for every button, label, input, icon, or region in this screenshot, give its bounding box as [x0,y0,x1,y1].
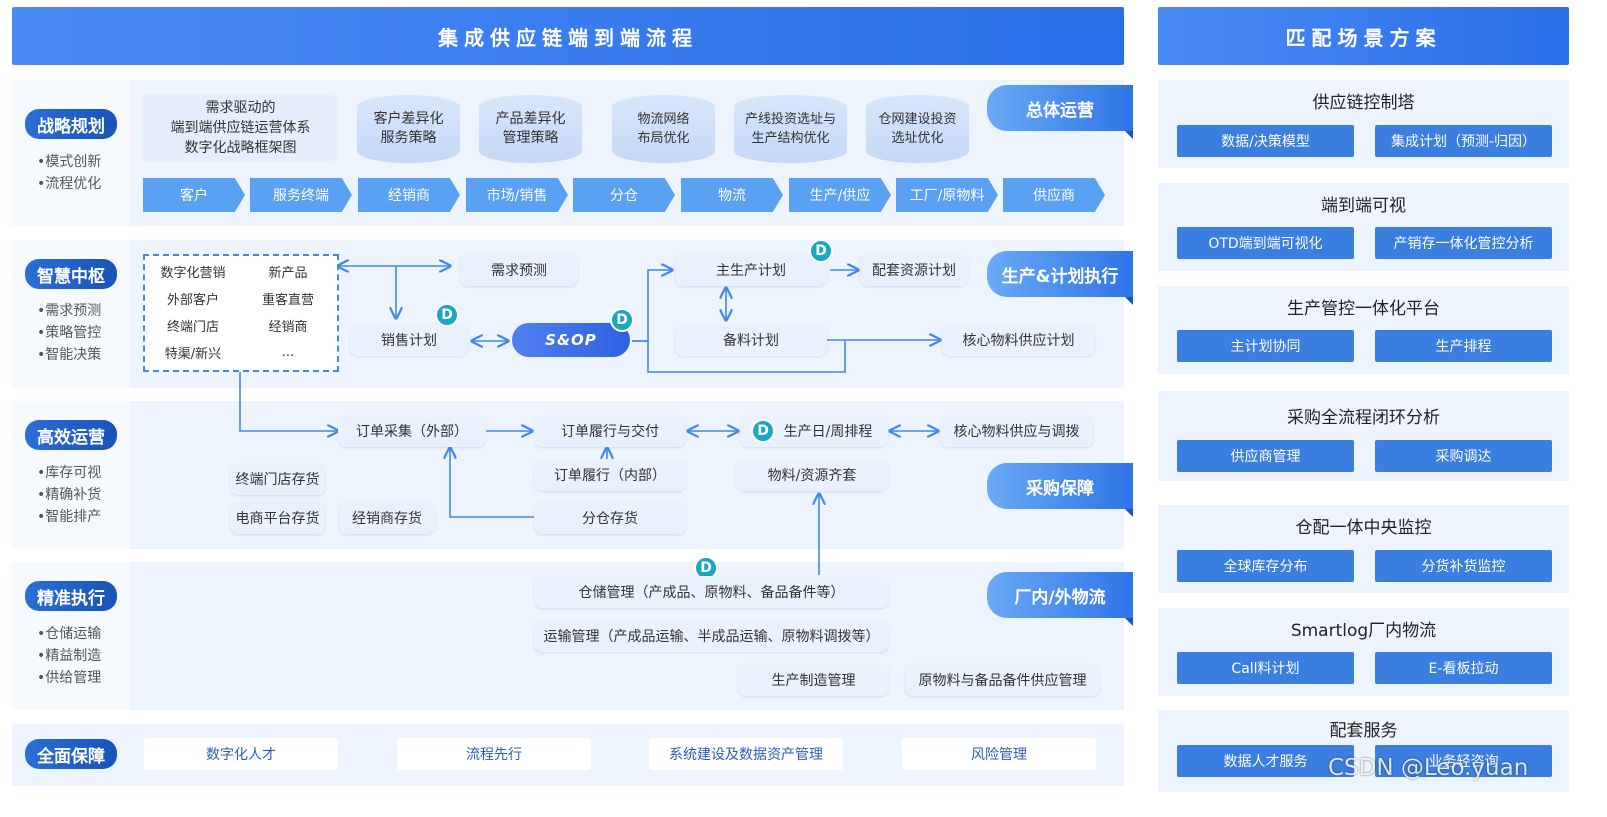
store-inventory-node: 终端门店存货 [230,463,325,495]
row-item: •供给管理 [37,670,102,686]
scenario-title: 供应链控制塔 [1312,93,1415,113]
scenario-title: 仓配一体中央监控 [1295,518,1432,538]
master-plan-node: 主生产计划 [675,254,827,286]
chevron-step: 客户 [143,178,245,212]
material-spare-supply-node: 原物料与备品备件供应管理 [905,664,1100,696]
scenario-title: 端到端可视 [1321,196,1406,216]
chevron-step: 生产/供应 [789,178,891,212]
material-plan-node: 备料计划 [675,324,827,356]
cylinder-3: 物流网络 布局优化 [612,95,715,163]
scenario-title: 采购全流程闭环分析 [1287,408,1440,428]
row-title-strategy: 战略规划 [25,109,117,139]
d-badge-icon: D [435,303,459,327]
tag-overall-ops: 总体运营 [987,85,1133,139]
scenario-button[interactable]: Call料计划 [1177,652,1354,684]
scenario-button[interactable]: 数据/决策模型 [1177,125,1354,157]
core-material-supply-plan-node: 核心物料供应计划 [942,324,1095,356]
row-item: •仓储运输 [37,626,102,642]
row-item: •模式创新 [37,154,102,170]
manufacturing-management-node: 生产制造管理 [738,664,889,696]
snop-node: S&OP [512,323,630,357]
chevron-step: 工厂/原物料 [896,178,998,212]
watermark: CSDN @Leo.yuan [1328,755,1529,781]
order-collection-node: 订单采集（外部） [338,415,486,447]
d-badge-icon: D [751,419,775,443]
branch-warehouse-inventory-node: 分仓存货 [534,502,686,534]
row-title-hub: 智慧中枢 [25,259,117,289]
scenario-button[interactable]: 全球库存分布 [1177,550,1354,582]
row-title-exec: 精准执行 [25,581,117,611]
d-badge-icon: D [610,308,634,332]
material-kitting-node: 物料/资源齐套 [736,459,888,491]
cylinder-4: 产线投资选址与 生产结构优化 [734,95,847,163]
core-material-supply-node: 核心物料供应与调拨 [940,415,1093,447]
main-header: 集成供应链端到端流程 [12,7,1124,65]
label-col-strategy [12,80,130,226]
scenario-button[interactable]: E-看板拉动 [1375,652,1552,684]
row-item: •库存可视 [37,465,102,481]
scenario-button[interactable]: 供应商管理 [1177,440,1354,472]
scenario-button[interactable]: OTD端到端可视化 [1177,227,1354,259]
channel-cell: 数字化营销 [147,259,239,284]
scenario-button[interactable]: 生产排程 [1375,330,1552,362]
row-item: •精确补货 [37,487,102,503]
channel-cell: 重客直营 [242,286,334,311]
cylinder-2: 产品差异化 管理策略 [479,95,582,163]
guarantee-item: 风险管理 [902,738,1096,770]
transport-management-node: 运输管理（产成品运输、半成品运输、原物料调拨等） [534,620,889,652]
chevron-step: 经销商 [358,178,460,212]
scenario-button[interactable]: 产销存一体化管控分析 [1375,227,1552,259]
cylinder-5: 仓网建设投资 选址优化 [866,95,969,163]
dealer-inventory-node: 经销商存货 [339,502,435,534]
guarantee-item: 系统建设及数据资产管理 [649,738,843,770]
strategy-framework: 需求驱动的 端到端供应链运营体系 数字化战略框架图 [143,94,338,162]
chevron-step: 供应商 [1003,178,1105,212]
channel-cell: ... [242,340,334,365]
guarantee-item: 流程先行 [397,738,591,770]
chevron-step: 服务终端 [250,178,352,212]
channel-cell: 经销商 [242,313,334,338]
tag-procurement: 采购保障 [987,463,1133,517]
scenario-button[interactable]: 分货补货监控 [1375,550,1552,582]
flow-connectors [239,0,1130,575]
row-item: •精益制造 [37,648,102,664]
scenario-button[interactable]: 主计划协同 [1177,330,1354,362]
scenario-button[interactable]: 采购调达 [1375,440,1552,472]
ecommerce-inventory-node: 电商平台存货 [230,502,325,534]
row-item: •智能排产 [37,509,102,525]
scenario-button[interactable]: 数据人才服务 [1177,745,1354,777]
sales-plan-node: 销售计划 [350,324,468,356]
order-fulfillment-node: 订单履行与交付 [534,415,686,447]
chevron-step: 市场/销售 [466,178,568,212]
scenario-button[interactable]: 集成计划（预测-归因） [1375,125,1552,157]
warehouse-management-node: 仓储管理（产成品、原物料、备品备件等） [534,576,889,608]
cylinder-1: 客户差异化 服务策略 [357,95,460,163]
row-title-guarantee: 全面保障 [25,739,117,769]
demand-forecast-node: 需求预测 [460,254,578,286]
scenario-title: Smartlog厂内物流 [1290,621,1437,641]
supporting-resource-plan-node: 配套资源计划 [860,254,968,286]
scenario-header: 匹配场景方案 [1158,7,1569,65]
row-item: •智能决策 [37,347,102,363]
guarantee-item: 数字化人才 [144,738,338,770]
row-item: •流程优化 [37,176,102,192]
internal-order-node: 订单履行（内部） [534,459,686,491]
chevron-step: 物流 [681,178,783,212]
scenario-title: 生产管控一体化平台 [1287,299,1440,319]
scenario-title: 配套服务 [1329,721,1398,741]
channel-cell: 特渠/新兴 [147,340,239,365]
tag-logistics: 厂内/外物流 [987,572,1133,626]
row-title-ops: 高效运营 [25,420,117,450]
tag-production-plan: 生产&计划执行 [987,251,1133,305]
d-badge-icon: D [809,239,833,263]
row-item: •需求预测 [37,303,102,319]
channel-cell: 新产品 [242,259,334,284]
chevron-step: 分仓 [573,178,675,212]
channel-cell: 终端门店 [147,313,239,338]
row-item: •策略管控 [37,325,102,341]
scenario-button[interactable]: 业务轻咨询 [1375,745,1552,777]
channel-cell: 外部客户 [147,286,239,311]
